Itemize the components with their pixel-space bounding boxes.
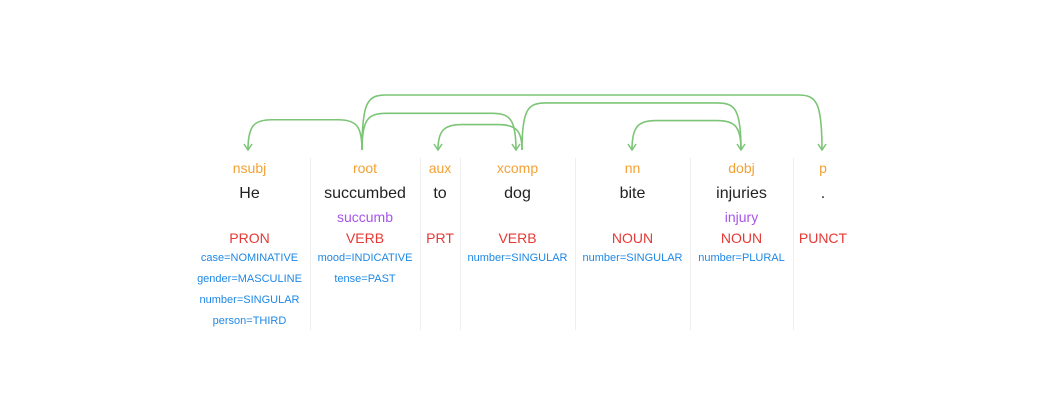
part-of-speech-tag: VERB bbox=[345, 230, 385, 246]
token-column: dobj injuries injury NOUN number=PLURAL bbox=[690, 158, 794, 330]
token-word: bite bbox=[619, 185, 646, 202]
morph-feature: number=PLURAL bbox=[698, 252, 785, 264]
morphology-features: mood=INDICATIVE tense=PAST bbox=[310, 251, 420, 293]
token-word: to bbox=[433, 185, 447, 202]
part-of-speech-tag: VERB bbox=[498, 230, 537, 246]
dependency-label: nn bbox=[624, 160, 641, 176]
token-column: p . PUNCT bbox=[793, 158, 853, 330]
part-of-speech-tag: PRON bbox=[229, 230, 270, 246]
token-word: succumbed bbox=[324, 185, 406, 202]
morphology-features: number=SINGULAR bbox=[575, 251, 690, 272]
token-word: He bbox=[239, 185, 260, 202]
part-of-speech-tag: PUNCT bbox=[798, 230, 848, 246]
morph-feature: number=SINGULAR bbox=[467, 252, 568, 264]
dependency-arc bbox=[361, 94, 827, 152]
token-column: nn bite NOUN number=SINGULAR bbox=[575, 158, 691, 330]
morph-feature: mood=INDICATIVE bbox=[317, 252, 413, 264]
dependency-arc bbox=[627, 119, 742, 152]
morphology-features: number=PLURAL bbox=[690, 251, 793, 272]
token-word: . bbox=[820, 185, 826, 202]
part-of-speech-tag: NOUN bbox=[720, 230, 763, 246]
dependency-label: nsubj bbox=[232, 160, 267, 176]
token-word: dog bbox=[504, 185, 531, 202]
part-of-speech-tag: PRT bbox=[426, 230, 454, 246]
dependency-label: dobj bbox=[728, 160, 755, 176]
morph-feature: tense=PAST bbox=[334, 273, 396, 285]
dependency-arc bbox=[361, 112, 521, 152]
token-column: root succumbed succumb VERB mood=INDICAT… bbox=[310, 158, 421, 330]
token-lemma: succumb bbox=[336, 209, 394, 225]
morphology-features: number=SINGULAR bbox=[460, 251, 575, 272]
token-column: xcomp dog VERB number=SINGULAR bbox=[460, 158, 576, 330]
dependency-label: aux bbox=[428, 160, 452, 176]
token-column: aux to PRT bbox=[420, 158, 461, 330]
dependency-label: p bbox=[819, 160, 827, 176]
dependency-label: xcomp bbox=[496, 160, 539, 176]
dependency-arc bbox=[433, 123, 523, 152]
token-column: nsubj He PRON case=NOMINATIVE gender=MAS… bbox=[189, 158, 311, 330]
dependency-arc bbox=[243, 118, 363, 152]
morph-feature: number=SINGULAR bbox=[199, 294, 300, 306]
dependency-label: root bbox=[352, 160, 378, 176]
part-of-speech-tag: NOUN bbox=[611, 230, 654, 246]
morph-feature: case=NOMINATIVE bbox=[200, 252, 299, 264]
morphology-features: case=NOMINATIVE gender=MASCULINE number=… bbox=[189, 251, 310, 335]
dependency-arc bbox=[521, 102, 746, 152]
token-lemma: injury bbox=[724, 209, 759, 225]
morph-feature: number=SINGULAR bbox=[582, 252, 683, 264]
token-word: injuries bbox=[716, 185, 767, 202]
morph-feature: person=THIRD bbox=[212, 315, 287, 327]
morph-feature: gender=MASCULINE bbox=[197, 273, 302, 285]
